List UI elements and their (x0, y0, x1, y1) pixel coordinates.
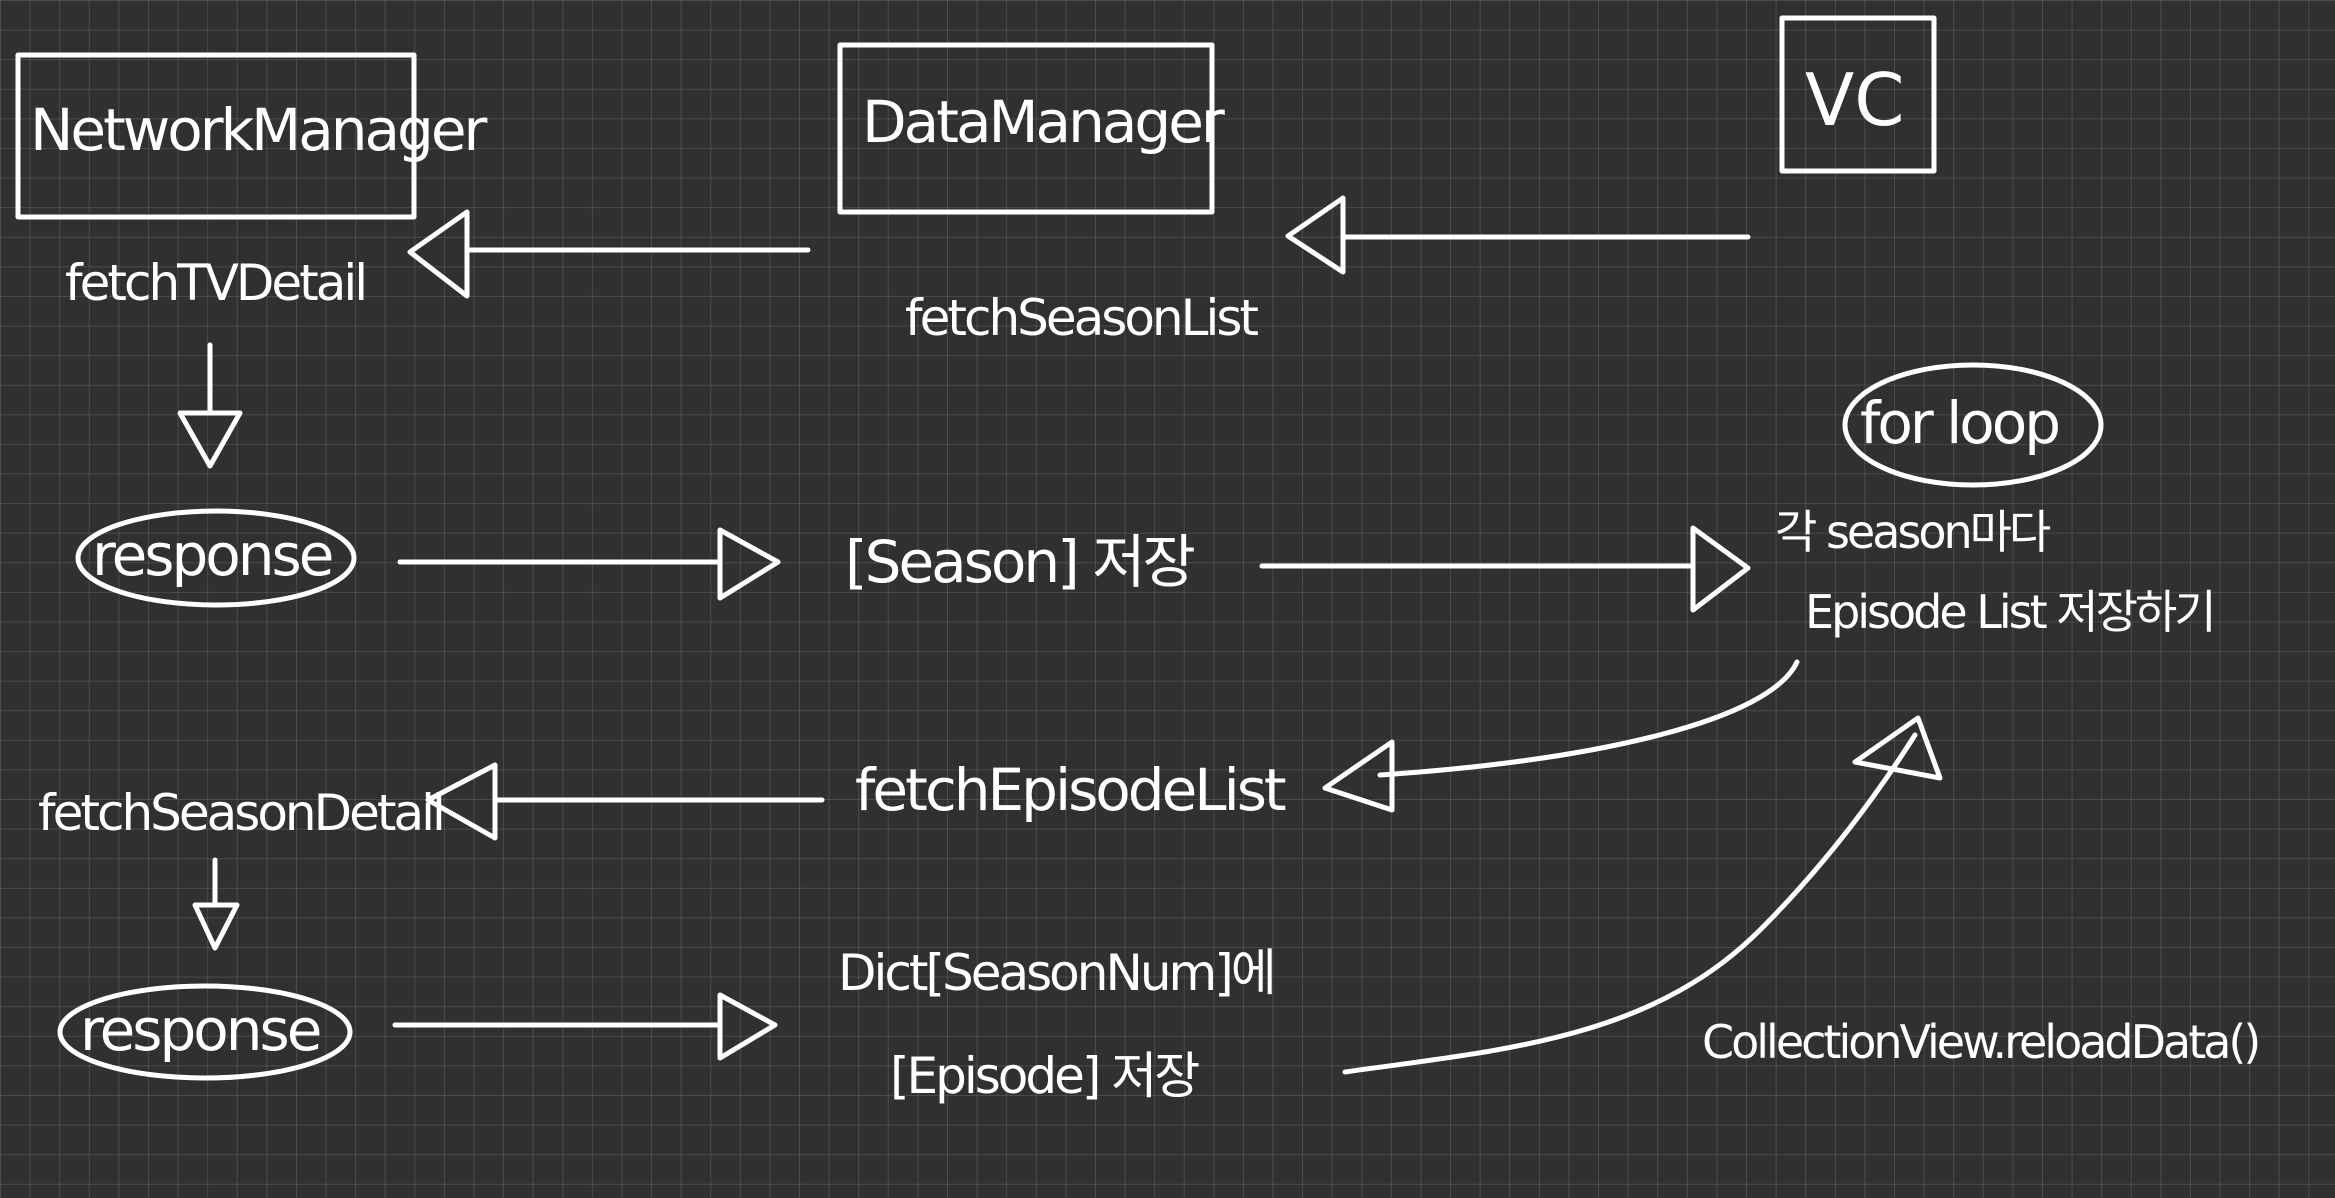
fetch-episode-list-label: fetchEpisodeList (855, 756, 1286, 824)
arrow-dict-to-loop-curve (1342, 732, 1918, 1075)
arrow-season-to-loop-head (1690, 525, 1751, 613)
response-bottom-ellipse (57, 983, 353, 1081)
arrow-vc-to-data-head (1285, 195, 1346, 275)
each-season-label-line1: 각 season마다 (1775, 505, 2051, 559)
fetch-season-detail-label: fetchSeasonDetail (38, 784, 443, 842)
vc-box (1779, 15, 1937, 174)
dict-label-line1: Dict[SeasonNum]에 (838, 944, 1274, 1002)
data-manager-box (837, 42, 1215, 215)
network-manager-label: NetworkManager (30, 96, 488, 164)
network-manager-box (15, 52, 417, 220)
for-loop-ellipse (1842, 362, 2104, 488)
response-bottom-label: response (80, 996, 320, 1064)
season-store-label: [Season] 저장 (845, 528, 1195, 596)
fetch-tv-detail-label: fetchTVDetail (65, 254, 365, 312)
vc-label: VC (1805, 58, 1905, 142)
arrow-response-to-season-head (717, 527, 781, 601)
data-manager-label: DataManager (862, 88, 1225, 156)
arrow-loop-to-episode-curve (1377, 659, 1800, 778)
arrow-loop-to-episode-head (1322, 739, 1395, 813)
dict-label-line2: [Episode] 저장 (890, 1047, 1199, 1105)
arrow-data-to-network-head (407, 209, 470, 299)
each-season-label-line2: Episode List 저장하기 (1805, 585, 2214, 639)
arrow-response-to-dict-head (717, 992, 778, 1061)
fetch-season-list-label: fetchSeasonList (905, 289, 1258, 347)
arrow-dict-to-loop-head (1852, 715, 1943, 781)
arrow-fetch-to-response-head (177, 410, 243, 469)
arrow-season-detail-to-response-head (192, 902, 240, 951)
for-loop-label: for loop (1860, 389, 2058, 457)
reload-label: CollectionView.reloadData() (1702, 1015, 2258, 1069)
arrow-episode-to-season-detail-head (425, 762, 498, 841)
response-top-label: response (92, 521, 332, 589)
response-top-ellipse (75, 508, 357, 608)
